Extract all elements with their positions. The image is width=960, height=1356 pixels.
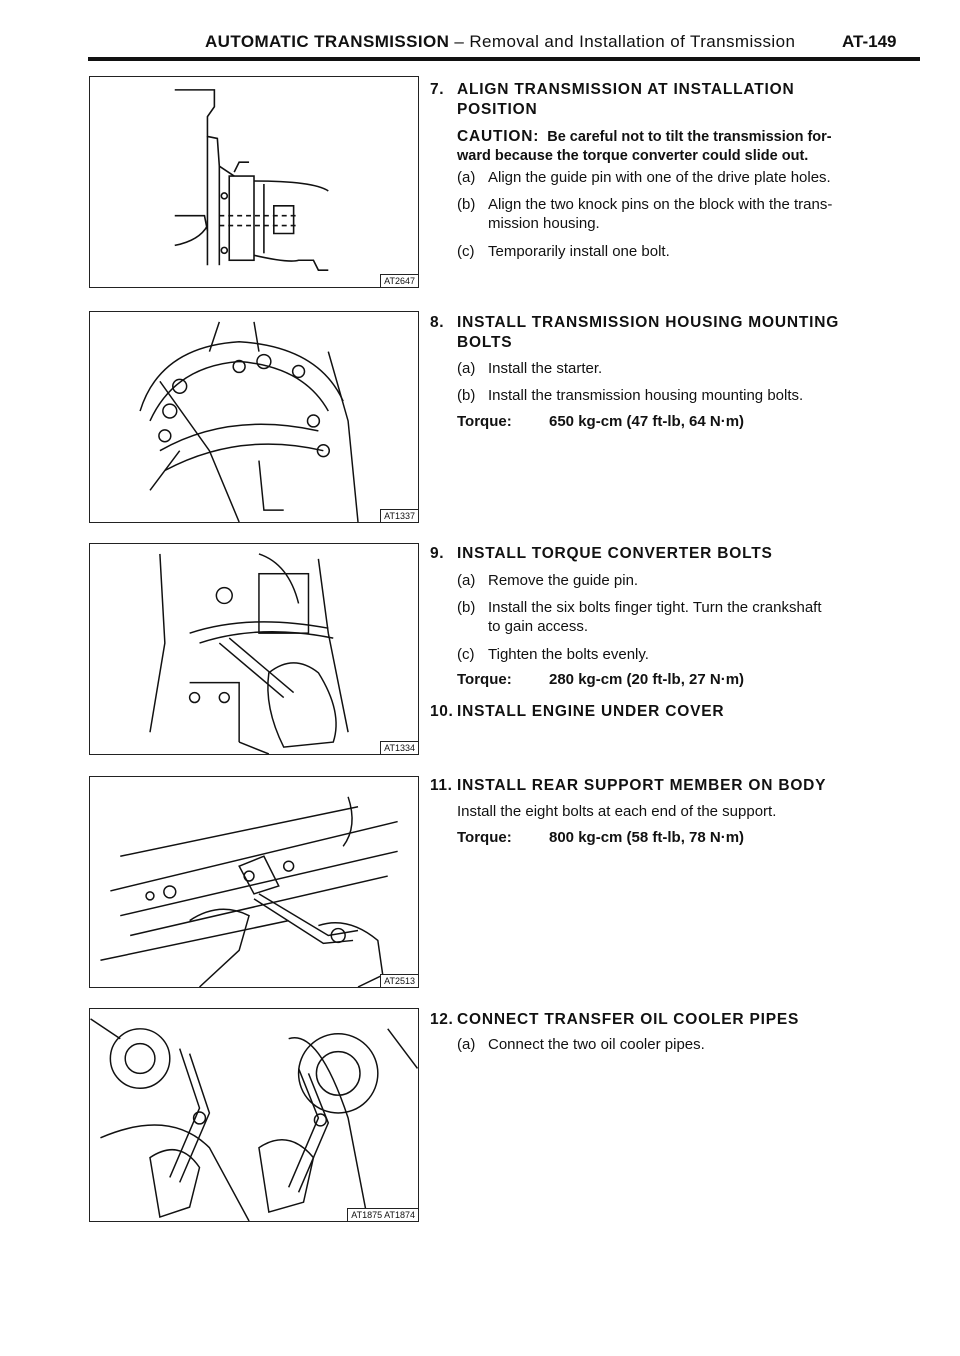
caution-text-line1: Be careful not to tilt the transmission … bbox=[547, 129, 832, 145]
substep-text: Install the transmission housing mountin… bbox=[488, 387, 804, 404]
substep-text: Connect the two oil cooler pipes. bbox=[488, 1036, 705, 1053]
substep-label: (b) bbox=[457, 196, 476, 213]
step-number: 8. bbox=[430, 314, 445, 331]
torque-converter-illustration bbox=[174, 89, 329, 271]
torque-spec-9: Torque: 280 kg-cm (20 ft-lb, 27 N·m) bbox=[457, 671, 744, 688]
caution-note: CAUTION: Be careful not to tilt the tran… bbox=[457, 127, 919, 166]
step-number: 12. bbox=[430, 1011, 454, 1028]
substep-label: (c) bbox=[457, 646, 475, 663]
figure-code: AT2647 bbox=[380, 274, 418, 287]
section-subtitle: – Removal and Installation of Transmissi… bbox=[449, 32, 796, 51]
step-9-heading: 9. INSTALL TORQUE CONVERTER BOLTS bbox=[430, 544, 920, 564]
step-12-heading: 12. CONNECT TRANSFER OIL COOLER PIPES bbox=[430, 1010, 920, 1030]
step-title: INSTALL REAR SUPPORT MEMBER ON BODY bbox=[457, 777, 827, 794]
step-12a: (a) Connect the two oil cooler pipes. bbox=[457, 1035, 922, 1054]
page-number: AT-149 bbox=[842, 32, 897, 51]
caution-text-line2: ward because the torque converter could … bbox=[457, 148, 809, 164]
caution-label: CAUTION: bbox=[457, 128, 540, 145]
step-title-line1: INSTALL TRANSMISSION HOUSING MOUNTING bbox=[457, 314, 840, 331]
torque-label: Torque: bbox=[457, 829, 512, 846]
step-title-line2: POSITION bbox=[457, 101, 538, 118]
oil-cooler-pipes-illustration bbox=[90, 1018, 418, 1221]
substep-text: Tighten the bolts evenly. bbox=[488, 646, 649, 663]
figure-code: AT2513 bbox=[380, 974, 418, 987]
substep-text: Install the starter. bbox=[488, 360, 603, 377]
substep-label: (a) bbox=[457, 360, 476, 377]
step-number: 9. bbox=[430, 545, 445, 562]
step-8a: (a) Install the starter. bbox=[457, 359, 922, 378]
step-8-heading: 8. INSTALL TRANSMISSION HOUSING MOUNTING… bbox=[430, 313, 920, 353]
substep-label: (a) bbox=[457, 1036, 476, 1053]
torque-value: 650 kg-cm (47 ft-lb, 64 N·m) bbox=[549, 413, 745, 430]
step-9b: (b) Install the six bolts finger tight. … bbox=[457, 598, 922, 636]
substep-text-line2: to gain access. bbox=[488, 618, 589, 635]
step-number: 11. bbox=[430, 777, 453, 794]
substep-text: Temporarily install one bolt. bbox=[488, 243, 670, 260]
torque-value: 800 kg-cm (58 ft-lb, 78 N·m) bbox=[549, 829, 745, 846]
step-9a: (a) Remove the guide pin. bbox=[457, 571, 922, 590]
page-header-title: AUTOMATIC TRANSMISSION – Removal and Ins… bbox=[205, 32, 795, 52]
substep-label: (a) bbox=[457, 169, 476, 186]
substep-label: (b) bbox=[457, 387, 476, 404]
substep-text: Align the guide pin with one of the driv… bbox=[488, 169, 831, 186]
figure-code: AT1334 bbox=[380, 741, 418, 754]
step-title: INSTALL TORQUE CONVERTER BOLTS bbox=[457, 545, 773, 562]
converter-bolts-illustration bbox=[149, 553, 349, 754]
step-number: 7. bbox=[430, 81, 445, 98]
step-7-heading: 7. ALIGN TRANSMISSION AT INSTALLATION PO… bbox=[430, 80, 920, 120]
step-7c: (c) Temporarily install one bolt. bbox=[457, 242, 922, 261]
step-title-line2: BOLTS bbox=[457, 334, 513, 351]
torque-value: 280 kg-cm (20 ft-lb, 27 N·m) bbox=[549, 671, 745, 688]
figure-oil-cooler-pipes: AT1875 AT1874 bbox=[89, 1008, 419, 1222]
step-11-heading: 11. INSTALL REAR SUPPORT MEMBER ON BODY bbox=[430, 776, 920, 796]
substep-text: Remove the guide pin. bbox=[488, 572, 639, 589]
torque-label: Torque: bbox=[457, 413, 512, 430]
step-8b: (b) Install the transmission housing mou… bbox=[457, 386, 922, 405]
figure-converter-bolts: AT1334 bbox=[89, 543, 419, 755]
torque-spec-8: Torque: 650 kg-cm (47 ft-lb, 64 N·m) bbox=[457, 413, 744, 430]
step-11-text: Install the eight bolts at each end of t… bbox=[457, 803, 777, 820]
step-title: CONNECT TRANSFER OIL COOLER PIPES bbox=[457, 1011, 800, 1028]
figure-code: AT1337 bbox=[380, 509, 418, 522]
step-7b: (b) Align the two knock pins on the bloc… bbox=[457, 195, 922, 233]
substep-text-line1: Align the two knock pins on the block wi… bbox=[488, 196, 833, 213]
section-title: AUTOMATIC TRANSMISSION bbox=[205, 32, 450, 51]
substep-label: (c) bbox=[457, 243, 475, 260]
step-number: 10. bbox=[430, 703, 454, 720]
substep-label: (b) bbox=[457, 599, 476, 616]
step-title: INSTALL ENGINE UNDER COVER bbox=[457, 703, 725, 720]
rear-support-illustration bbox=[100, 796, 398, 987]
substep-label: (a) bbox=[457, 572, 476, 589]
header-divider bbox=[88, 57, 920, 61]
step-title-line1: ALIGN TRANSMISSION AT INSTALLATION bbox=[457, 81, 795, 98]
housing-bolts-illustration bbox=[139, 321, 359, 522]
torque-label: Torque: bbox=[457, 671, 512, 688]
substep-text-line1: Install the six bolts finger tight. Turn… bbox=[488, 599, 822, 616]
torque-spec-11: Torque: 800 kg-cm (58 ft-lb, 78 N·m) bbox=[457, 829, 744, 846]
figure-code: AT1875 AT1874 bbox=[347, 1208, 418, 1221]
figure-torque-converter: AT2647 bbox=[89, 76, 419, 288]
figure-housing-bolts: AT1337 bbox=[89, 311, 419, 523]
step-10-heading: 10. INSTALL ENGINE UNDER COVER bbox=[430, 702, 920, 722]
figure-rear-support: AT2513 bbox=[89, 776, 419, 988]
step-9c: (c) Tighten the bolts evenly. bbox=[457, 645, 922, 664]
substep-text-line2: mission housing. bbox=[488, 215, 600, 232]
step-7a: (a) Align the guide pin with one of the … bbox=[457, 168, 922, 187]
